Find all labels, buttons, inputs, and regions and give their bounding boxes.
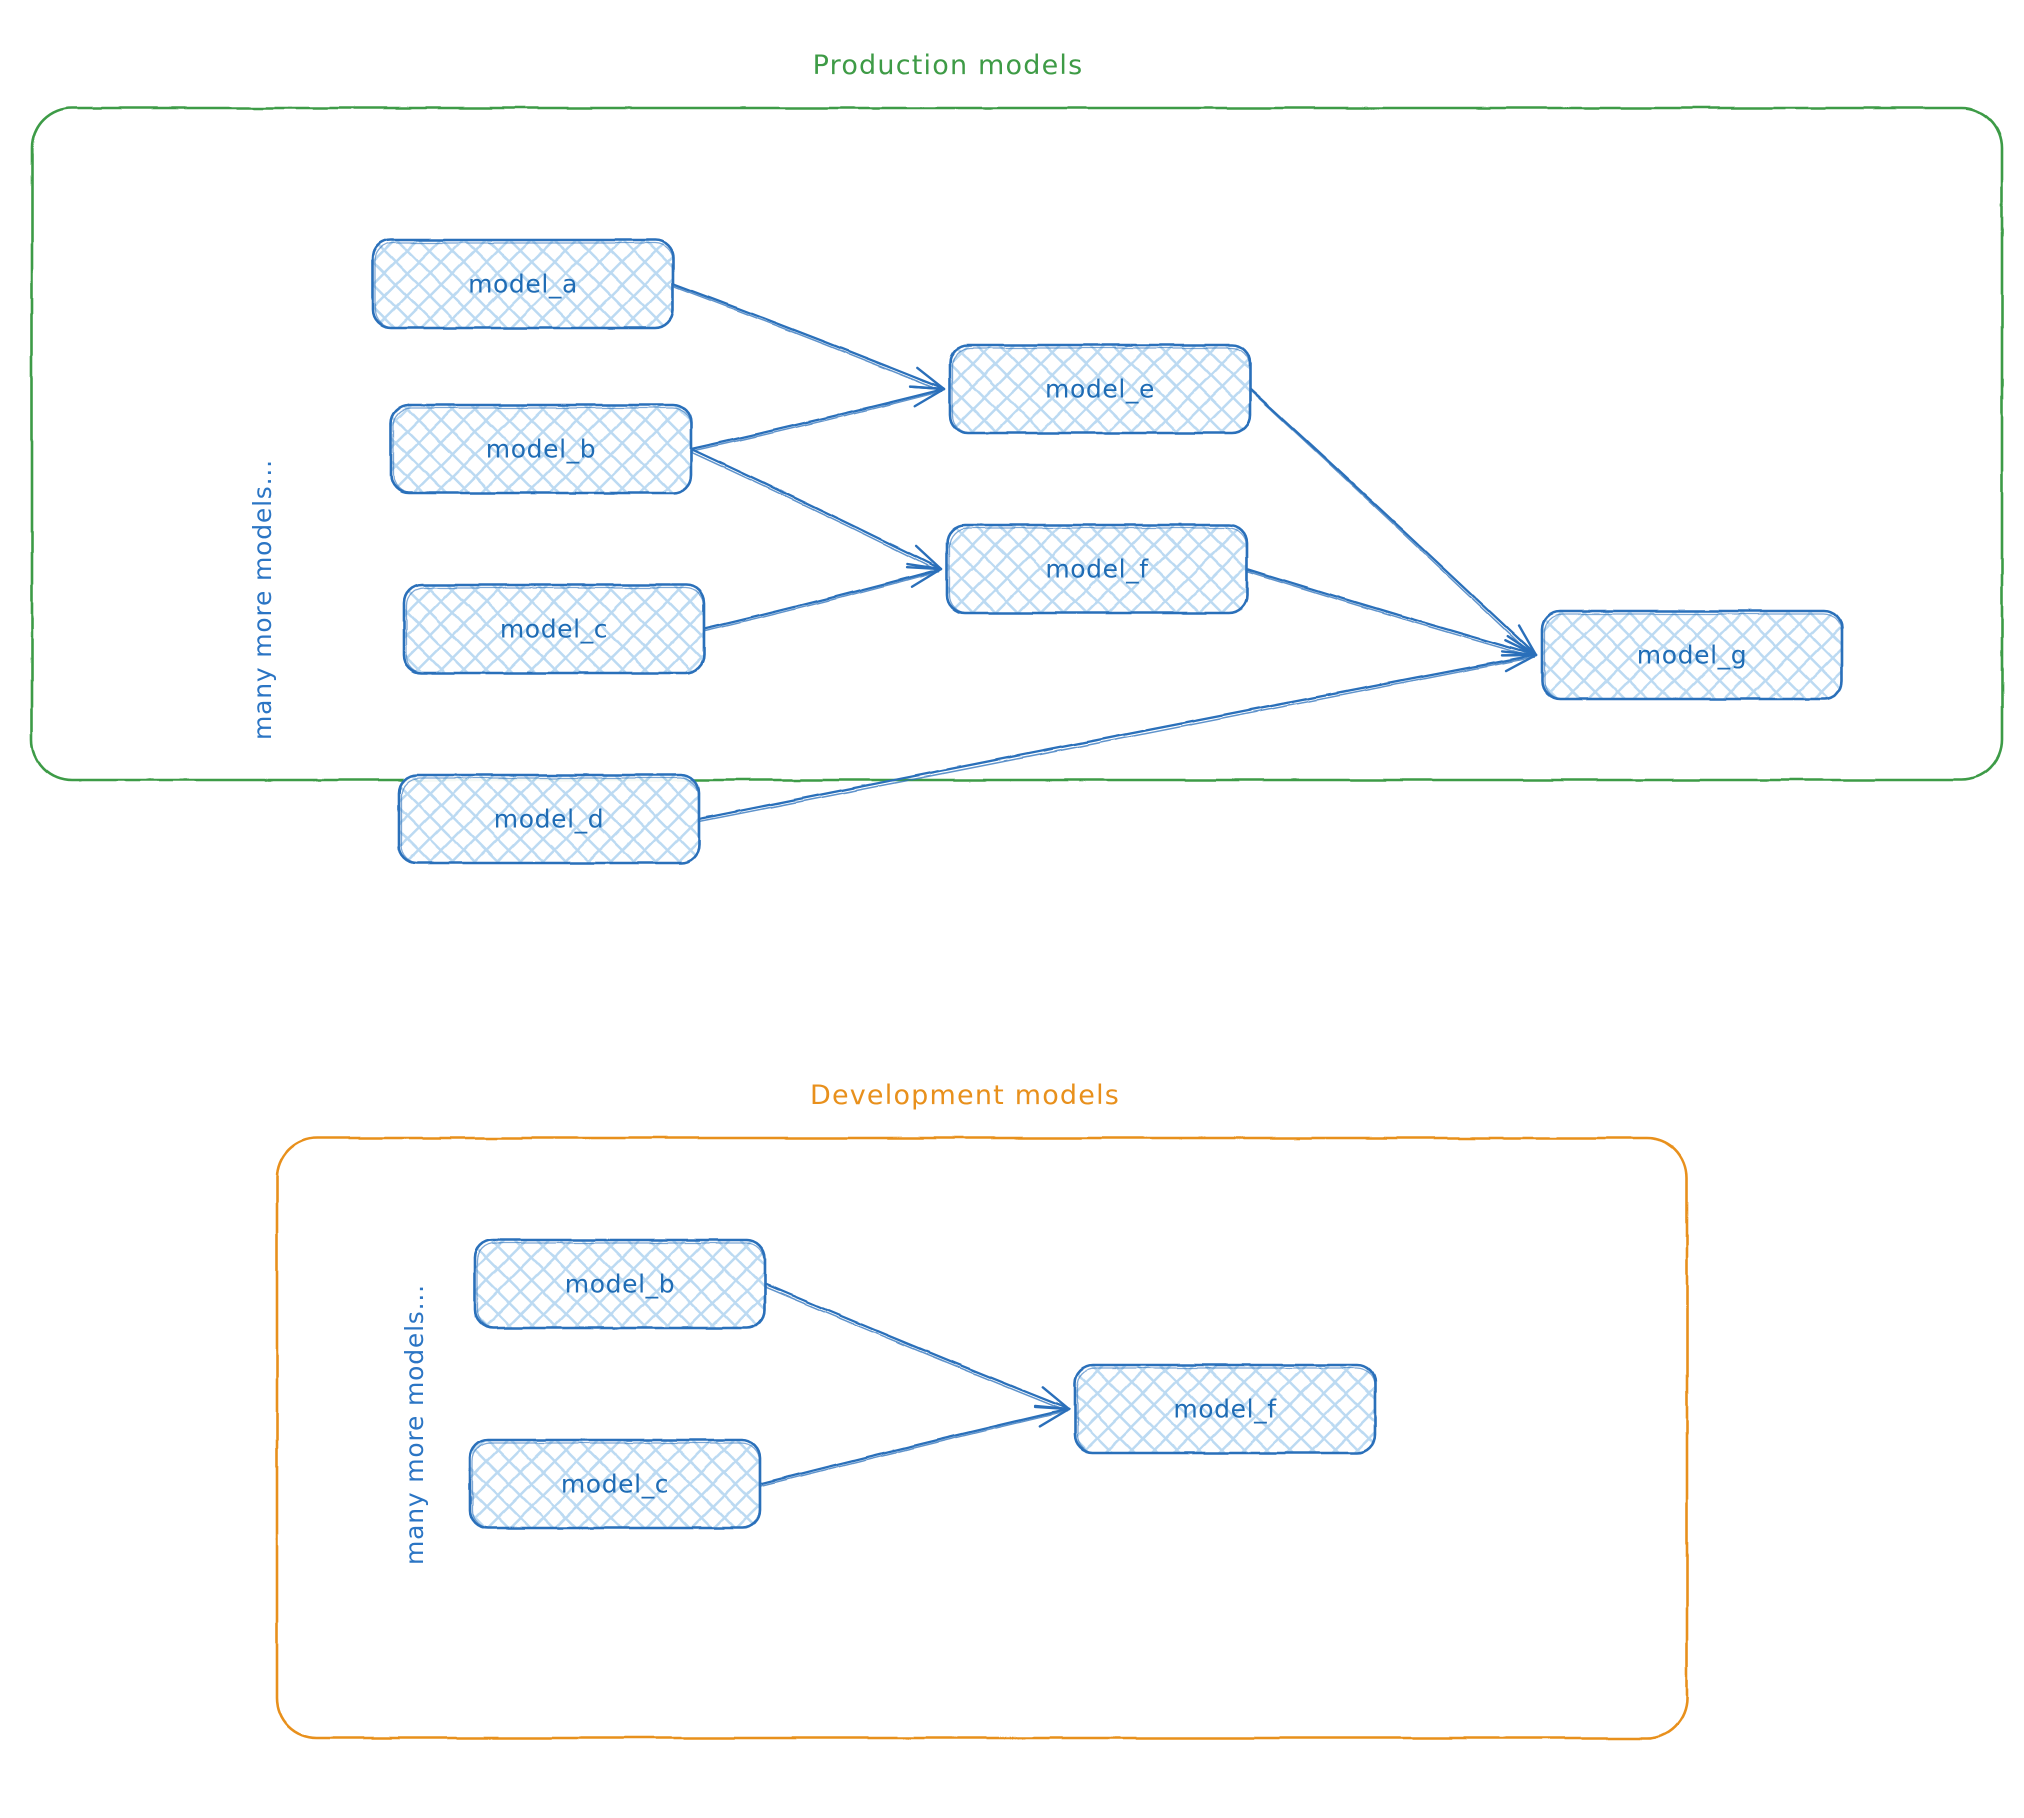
node-label-prod_model_g: model_g <box>1636 640 1748 670</box>
edge-prod_model_b-to-prod_model_f <box>688 447 943 572</box>
production-group-title: Production models <box>812 50 1084 81</box>
node-label-dev_model_f: model_f <box>1173 1394 1277 1424</box>
node-label-dev_model_b: model_b <box>564 1269 676 1299</box>
edge-prod_model_e-to-prod_model_g <box>1248 387 1538 658</box>
edge-dev_model_b-to-dev_model_f <box>762 1282 1071 1412</box>
node-label-prod_model_c: model_c <box>499 614 609 644</box>
development-group-container <box>275 1136 1689 1740</box>
node-prod_model_g[interactable] <box>1540 609 1844 701</box>
edge-dev_model_c-to-dev_model_f <box>758 1405 1071 1488</box>
edge-prod_model_b-to-prod_model_e <box>689 385 946 453</box>
node-label-prod_model_a: model_a <box>468 269 578 299</box>
production-many-more-models-label: many more models... <box>248 459 277 740</box>
edge-prod_model_c-to-prod_model_f <box>702 566 943 633</box>
node-dev_model_c[interactable] <box>468 1438 762 1530</box>
development-group-title: Development models <box>809 1080 1121 1111</box>
node-dev_model_f[interactable] <box>1073 1363 1377 1455</box>
node-prod_model_f[interactable] <box>945 523 1249 615</box>
node-label-dev_model_c: model_c <box>560 1469 670 1499</box>
node-prod_model_e[interactable] <box>948 343 1252 435</box>
production-group-container <box>30 106 2004 782</box>
node-prod_model_a[interactable] <box>371 238 675 330</box>
node-prod_model_c[interactable] <box>402 583 706 675</box>
node-label-prod_model_d: model_d <box>493 804 605 834</box>
node-label-prod_model_e: model_e <box>1045 374 1155 404</box>
edge-prod_model_a-to-prod_model_e <box>671 282 946 392</box>
node-label-prod_model_f: model_f <box>1045 554 1149 584</box>
edge-prod_model_d-to-prod_model_g <box>697 650 1538 823</box>
node-prod_model_b[interactable] <box>389 403 693 495</box>
development-many-more-models-label: many more models... <box>400 1284 429 1565</box>
node-prod_model_d[interactable] <box>397 773 701 865</box>
node-dev_model_b[interactable] <box>473 1238 767 1330</box>
node-label-prod_model_b: model_b <box>485 434 597 464</box>
